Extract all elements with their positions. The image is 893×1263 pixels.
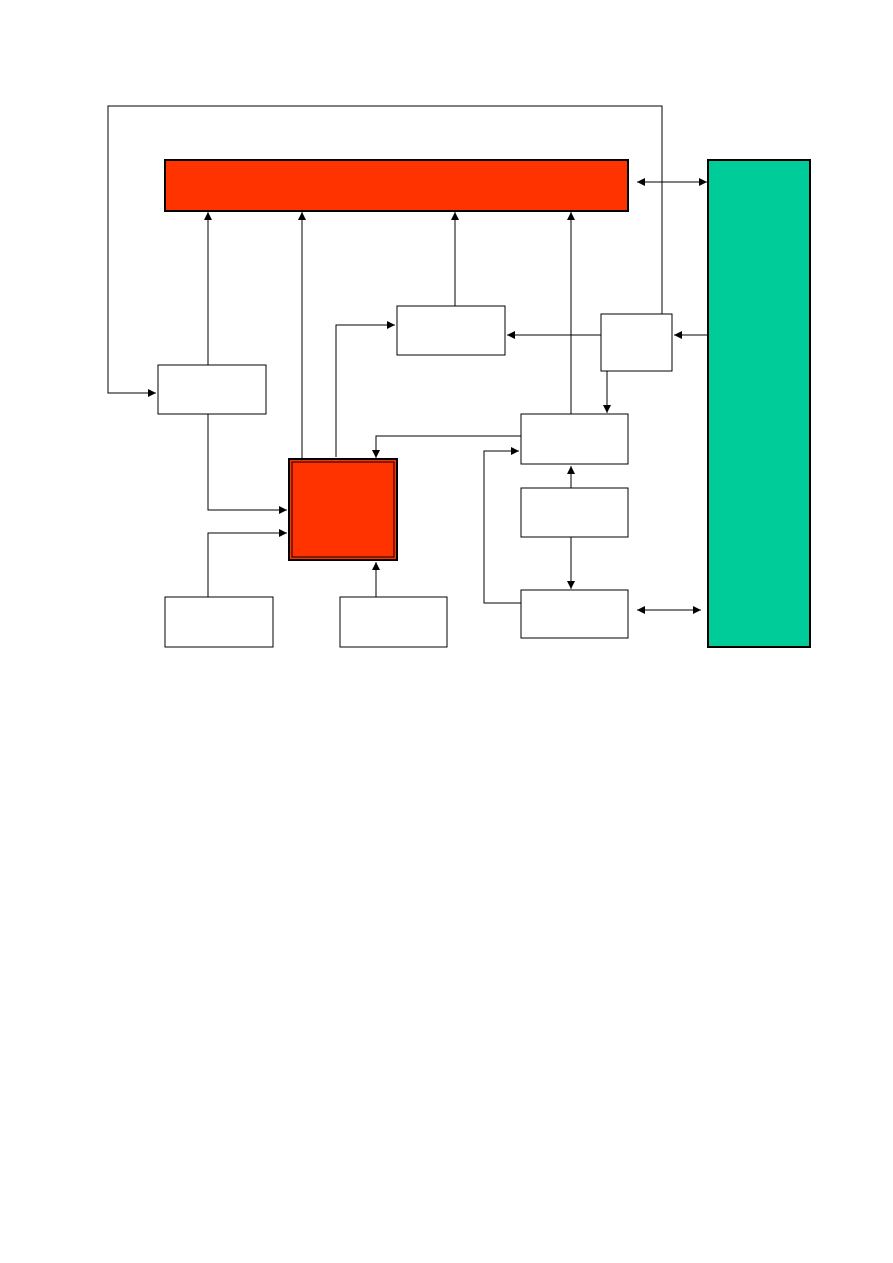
box-bottom-left <box>164 596 274 648</box>
arrow-leftmid-to-redblock <box>207 414 287 514</box>
feedback-loop-arrow <box>107 105 663 397</box>
box-right-upper <box>520 413 629 465</box>
box-right-lower <box>520 589 629 639</box>
box-left-mid <box>157 364 267 415</box>
box-right-middle <box>520 487 629 538</box>
box-bottom-center <box>339 596 448 648</box>
connectors <box>107 105 707 614</box>
center-red-block <box>288 458 398 561</box>
arrow-rightlower-to-rightupper <box>483 447 521 604</box>
arrow-redblock-to-centertop <box>335 321 395 457</box>
arrow-rightupper-to-redblock <box>372 435 521 458</box>
top-red-bar <box>164 159 629 212</box>
box-center-top <box>396 305 506 356</box>
arrow-bottomleft-to-redblock <box>207 529 287 597</box>
right-green-panel <box>707 159 811 648</box>
box-small-right <box>600 313 673 372</box>
